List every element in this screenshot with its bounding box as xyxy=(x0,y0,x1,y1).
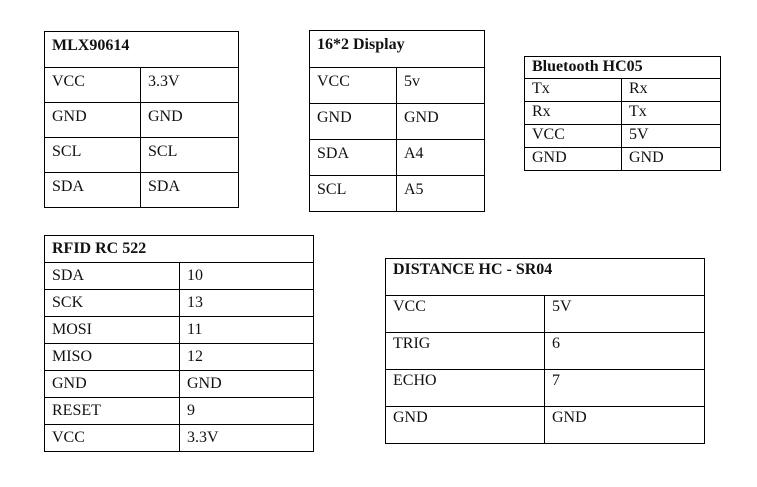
pin-name: GND xyxy=(44,370,180,398)
pin-connection: 3.3V xyxy=(179,424,314,452)
pin-connection: 13 xyxy=(179,289,314,317)
pin-connection: 6 xyxy=(544,332,705,370)
pin-name: VCC xyxy=(385,295,545,333)
pin-name: TRIG xyxy=(385,332,545,370)
pin-connection: GND xyxy=(395,103,486,140)
pin-name: GND xyxy=(524,147,622,171)
pin-connection: 12 xyxy=(179,343,314,371)
pin-connection: Rx xyxy=(620,78,722,102)
pin-connection: SDA xyxy=(139,172,240,208)
pin-name: GND xyxy=(385,406,545,444)
table-title: DISTANCE HC - SR04 xyxy=(385,258,705,296)
pin-name: VCC xyxy=(309,67,397,104)
pin-name: VCC xyxy=(44,424,180,452)
pin-connection: 3.3V xyxy=(139,67,240,103)
pin-name: RESET xyxy=(44,397,180,425)
table-title: 16*2 Display xyxy=(308,30,486,68)
pin-name: GND xyxy=(44,102,141,138)
pin-name: Tx xyxy=(524,78,622,102)
pin-name: MOSI xyxy=(44,316,180,344)
pin-connection: GND xyxy=(544,406,705,444)
pin-connection: GND xyxy=(179,370,314,398)
pin-connection: Tx xyxy=(620,101,722,125)
pin-connection: A4 xyxy=(395,139,486,176)
pin-name: Rx xyxy=(524,101,622,125)
pin-connection: 5V xyxy=(620,124,722,148)
pin-connection: A5 xyxy=(395,175,486,212)
pin-connection: 5v xyxy=(395,67,486,104)
pin-connection: 10 xyxy=(179,262,314,290)
pin-connection: 9 xyxy=(179,397,314,425)
pin-connection: GND xyxy=(620,147,722,171)
pin-name: GND xyxy=(309,103,397,140)
pin-name: SDA xyxy=(44,262,180,290)
pin-name: VCC xyxy=(44,67,141,103)
pin-connection: GND xyxy=(139,102,240,138)
pin-connection: SCL xyxy=(139,137,240,173)
pin-connection: 5V xyxy=(544,295,705,333)
pin-name: SDA xyxy=(309,139,397,176)
table-title: RFID RC 522 xyxy=(44,235,314,263)
pin-name: SCL xyxy=(44,137,141,173)
table-title: MLX90614 xyxy=(43,31,240,68)
pin-connection: 11 xyxy=(179,316,314,344)
pin-name: MISO xyxy=(44,343,180,371)
pin-name: SCL xyxy=(309,175,397,212)
pin-connection: 7 xyxy=(544,369,705,407)
pin-name: ECHO xyxy=(385,369,545,407)
pin-name: SCK xyxy=(44,289,180,317)
table-title: Bluetooth HC05 xyxy=(523,56,722,79)
pin-name: SDA xyxy=(44,172,141,208)
pin-name: VCC xyxy=(524,124,622,148)
